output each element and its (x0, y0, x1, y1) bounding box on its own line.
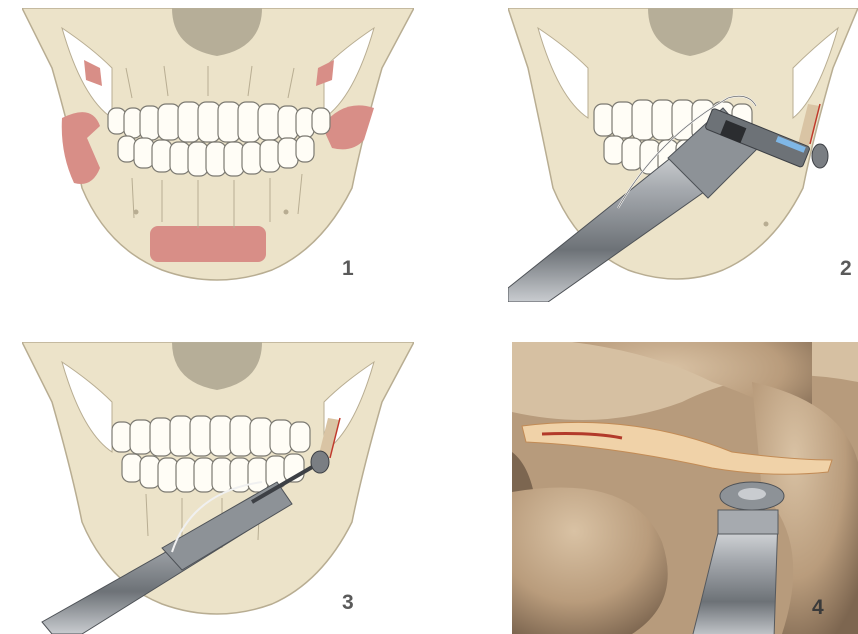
step-number-4: 4 (812, 597, 824, 618)
panel-ramus-cut (508, 8, 858, 302)
bone-block-harvest-photo (512, 342, 858, 634)
skull-disc-saw-illustration (22, 342, 414, 634)
panel-disc-saw (22, 342, 414, 634)
panel-photo (512, 342, 858, 634)
skull-donor-sites-illustration (22, 8, 414, 298)
step-number-2: 2 (840, 258, 852, 279)
panel-donor-sites (22, 8, 414, 298)
skull-handpiece-ramus-illustration (508, 8, 858, 302)
step-number-1: 1 (342, 258, 354, 279)
step-number-3: 3 (342, 592, 354, 613)
